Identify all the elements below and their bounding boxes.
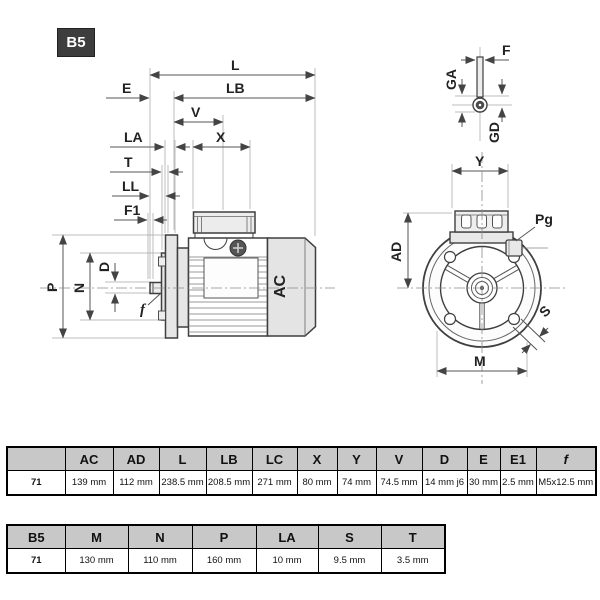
header-cell-L: L [158, 446, 207, 471]
dim-label-D: D [96, 262, 112, 272]
dim-label-T: T [124, 154, 133, 170]
row-label-71: 71 [6, 470, 66, 496]
shaft-key-detail: F GA GD [443, 42, 512, 143]
dim-label-LB: LB [226, 80, 245, 96]
dimensions-value-row: 71 139 mm 112 mm 238.5 mm 208.5 mm 271 m… [6, 470, 597, 496]
dim-label-F: F [502, 42, 511, 58]
dim-label-f: f [140, 302, 147, 318]
box-slot [461, 214, 472, 229]
flange-table: B5 M N P LA S T 71 130 mm 110 mm 160 mm … [6, 524, 446, 574]
dim-label-F1: F1 [124, 202, 141, 218]
dim-label-M: M [474, 353, 486, 369]
dim-label-S: S [536, 302, 554, 320]
header-cell-LA: LA [255, 524, 319, 549]
flange-value-row: 71 130 mm 110 mm 160 mm 10 mm 9.5 mm 3.5… [6, 548, 446, 574]
header-cell-M: M [64, 524, 129, 549]
dim-label-N: N [71, 283, 87, 293]
header-cell-X: X [296, 446, 338, 471]
value-P: 160 mm [191, 548, 257, 574]
header-cell-V: V [375, 446, 423, 471]
dim-label-LL: LL [122, 178, 140, 194]
header-cell-Y: Y [336, 446, 377, 471]
bolt-hole [443, 250, 457, 264]
dim-label-L: L [231, 57, 240, 73]
header-cell-E1: E1 [499, 446, 537, 471]
dimensions-table: AC AD L LB LC X Y V D E E1 f 71 139 mm 1… [6, 446, 597, 496]
header-cell-LB: LB [205, 446, 253, 471]
key [476, 56, 484, 98]
row-label-71: 71 [6, 548, 66, 574]
value-M: 130 mm [64, 548, 129, 574]
value-LC: 271 mm [251, 470, 298, 496]
dim-label-LA: LA [124, 129, 143, 145]
value-D: 14 mm j6 [421, 470, 468, 496]
value-N: 110 mm [127, 548, 193, 574]
value-AC: 139 mm [64, 470, 114, 496]
cable-gland [505, 239, 548, 257]
dim-label-X: X [216, 129, 226, 145]
value-S: 9.5 mm [317, 548, 382, 574]
spokes [445, 265, 519, 329]
shaft-end-dot [478, 103, 482, 107]
dim-label-GD: GD [486, 122, 502, 143]
flange-bolt-holes [443, 250, 521, 326]
dimensions-header-row: AC AD L LB LC X Y V D E E1 f [6, 446, 597, 471]
bolt-hole [507, 312, 521, 326]
header-cell-B5: B5 [6, 524, 66, 549]
dim-label-V: V [191, 104, 201, 120]
header-cell-AD: AD [112, 446, 160, 471]
value-E1: 2.5 mm [499, 470, 537, 496]
header-cell-D: D [421, 446, 468, 471]
dim-label-Pg: Pg [535, 211, 553, 227]
header-cell-LC: LC [251, 446, 298, 471]
flange-plate [164, 234, 179, 339]
detail-dimension-lines [458, 56, 509, 127]
side-view: L LB E V LA X T LL F1 f P N D AC [40, 57, 335, 339]
value-LA: 10 mm [255, 548, 319, 574]
value-f: M5x12.5 mm [535, 470, 597, 496]
extension-lines [52, 68, 316, 339]
flange-header-row: B5 M N P LA S T [6, 524, 446, 549]
header-cell-E: E [466, 446, 501, 471]
header-cell-S: S [317, 524, 382, 549]
flange-bolt-hole-top [158, 256, 166, 267]
value-E: 30 mm [466, 470, 501, 496]
bearing-bracket [176, 247, 190, 328]
type-badge: B5 [57, 28, 95, 57]
box-slot [492, 214, 503, 229]
value-T: 3.5 mm [380, 548, 446, 574]
lifting-recess [203, 237, 228, 250]
pg-leader-line [515, 226, 536, 242]
value-LB: 208.5 mm [205, 470, 253, 496]
flange-bolt-hole-bottom [158, 310, 166, 321]
header-cell-N: N [127, 524, 193, 549]
header-cell-AC: AC [64, 446, 114, 471]
dim-label-Y: Y [475, 153, 485, 169]
front-view: Y AD Pg M S [388, 152, 567, 384]
dim-label-AD: AD [388, 242, 404, 262]
header-cell-blank [6, 446, 66, 471]
bolt-hole [443, 312, 457, 326]
header-cell-T: T [380, 524, 446, 549]
motor-drawing-svg: L LB E V LA X T LL F1 f P N D AC [40, 42, 567, 384]
dim-label-AC: AC [272, 274, 289, 298]
value-L: 238.5 mm [158, 470, 207, 496]
value-AD: 112 mm [112, 470, 160, 496]
value-V: 74.5 mm [375, 470, 423, 496]
eye-bolt-cross [233, 243, 243, 253]
terminal-box-side [192, 211, 256, 238]
value-X: 80 mm [296, 470, 338, 496]
terminal-box-front [449, 210, 514, 244]
technical-drawing: L LB E V LA X T LL F1 f P N D AC [40, 42, 567, 384]
nameplate [203, 257, 259, 299]
dim-label-GA: GA [443, 69, 459, 90]
value-Y: 74 mm [336, 470, 377, 496]
header-cell-f: f [535, 446, 597, 471]
dim-label-E: E [122, 80, 131, 96]
header-cell-P: P [191, 524, 257, 549]
s-callout [512, 318, 550, 355]
dim-label-P: P [44, 283, 60, 292]
